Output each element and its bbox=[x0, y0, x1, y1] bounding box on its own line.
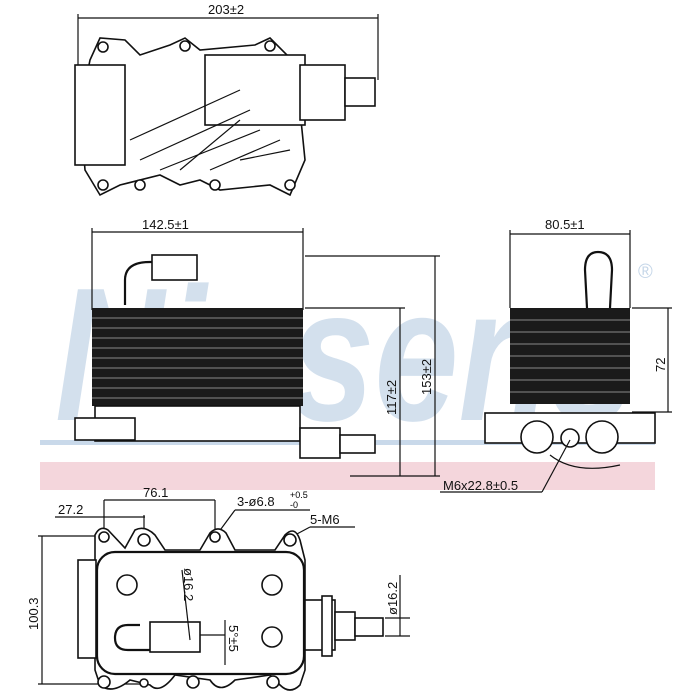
front-view: 142.5±1 117±2 153±2 bbox=[74, 217, 440, 477]
registered-mark: ® bbox=[638, 261, 653, 283]
dim-153: 153±2 bbox=[419, 359, 434, 395]
dim-port-dia-outer: ø16.2 bbox=[385, 582, 400, 615]
dim-holes-tol-plus: +0.5 bbox=[290, 490, 308, 500]
side-view: 80.5±1 72 M6x22.8±0.5 bbox=[440, 217, 672, 493]
dim-m6-thread: M6x22.8±0.5 bbox=[443, 478, 518, 493]
dim-72: 72 bbox=[653, 358, 668, 372]
top-view: 203±2 bbox=[74, 2, 379, 197]
dim-76-1: 76.1 bbox=[143, 485, 168, 500]
dim-80-5: 80.5±1 bbox=[545, 217, 585, 232]
dim-angle: 5°±5 bbox=[226, 625, 241, 652]
dim-100-3: 100.3 bbox=[26, 597, 41, 630]
dim-holes: 3-ø6.8 bbox=[237, 494, 275, 509]
watermark-band bbox=[40, 462, 655, 490]
bottom-view: 27.2 76.1 3-ø6.8 +0.5 -0 5-M6 100.3 ø16.… bbox=[26, 485, 410, 691]
dim-threads: 5-M6 bbox=[310, 512, 340, 527]
dim-203: 203±2 bbox=[208, 2, 244, 17]
dim-port-dia-inner: ø16.2 bbox=[181, 568, 196, 601]
dim-27-2: 27.2 bbox=[58, 502, 83, 517]
dim-holes-tol-minus: -0 bbox=[290, 500, 298, 510]
cooler-core-front bbox=[92, 308, 303, 406]
dim-117: 117±2 bbox=[384, 380, 399, 415]
dim-142-5: 142.5±1 bbox=[142, 217, 189, 232]
